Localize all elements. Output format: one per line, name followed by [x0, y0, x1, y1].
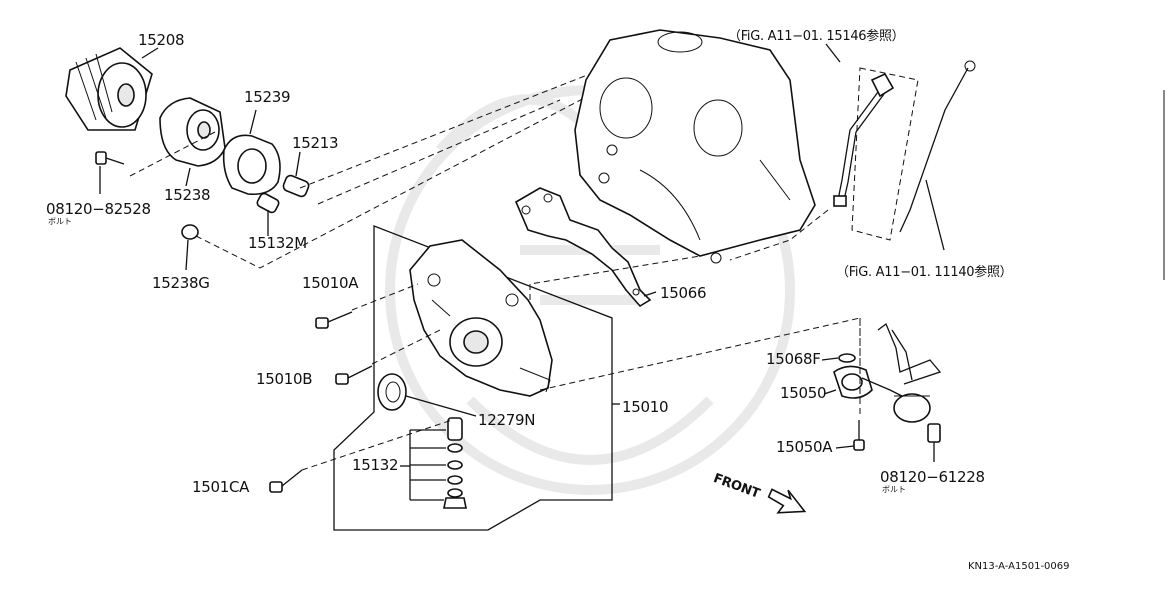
bolt-15050A-part — [853, 420, 865, 451]
oil-pump-body-part — [409, 239, 553, 397]
callout-15010: 15010 — [622, 398, 669, 416]
reference-note-top: （FiG. A11−01. 15146参照） — [728, 29, 905, 44]
relief-valve-part — [443, 417, 467, 509]
cylinder-block-part — [574, 29, 816, 264]
callout-15239: 15239 — [244, 88, 291, 106]
oil-filter-part — [65, 47, 153, 131]
callout-15238: 15238 — [164, 186, 211, 204]
bolt-15010C-part — [269, 469, 303, 493]
callout-15238G: 15238G — [152, 274, 210, 292]
callout-15213: 15213 — [292, 134, 339, 152]
front-arrow-icon — [767, 488, 807, 514]
callout-08120-82528: 08120−82528 — [46, 200, 151, 218]
callout-08120-82528-sub: ボルト — [48, 217, 72, 226]
callout-08120-61228-sub: ボルト — [882, 485, 906, 494]
callout-15050: 15050 — [780, 384, 827, 402]
dipstick-tube-part — [729, 67, 919, 261]
callout-15068F: 15068F — [766, 350, 821, 368]
callout-15010A: 15010A — [302, 274, 359, 292]
callout-15132: 15132 — [352, 456, 399, 474]
front-gasket-part — [514, 187, 652, 308]
bolt-15010A-part — [315, 311, 353, 329]
cap-part — [181, 224, 199, 240]
bolt-15010B-part — [335, 365, 373, 385]
callout-08120-61228: 08120−61228 — [880, 468, 985, 486]
dipstick-part — [899, 60, 976, 233]
diagram-code: KN13-A-A1501-0069 — [968, 561, 1070, 572]
o-ring-part — [838, 353, 856, 363]
oil-seal-part — [377, 373, 407, 411]
reference-note-right: （FiG. A11−01. 11140参照） — [836, 265, 1013, 280]
callout-15066: 15066 — [660, 284, 707, 302]
bolt-part — [95, 151, 125, 165]
gasket-part — [222, 134, 281, 196]
callout-15010B: 15010B — [256, 370, 313, 388]
callout-15050A: 15050A — [776, 438, 833, 456]
oil-strainer-part — [833, 322, 942, 423]
plug-part — [256, 192, 280, 214]
callout-15132M: 15132M — [248, 234, 307, 252]
callout-12279N: 12279N — [478, 411, 536, 429]
oil-pump-assembly-boundary — [333, 225, 613, 531]
callout-15010C: 1501CA — [192, 478, 250, 496]
sleeve-part — [282, 174, 310, 198]
filter-bracket-part — [159, 97, 226, 167]
bolt-61228-part — [927, 423, 941, 462]
callout-15208: 15208 — [138, 31, 185, 49]
